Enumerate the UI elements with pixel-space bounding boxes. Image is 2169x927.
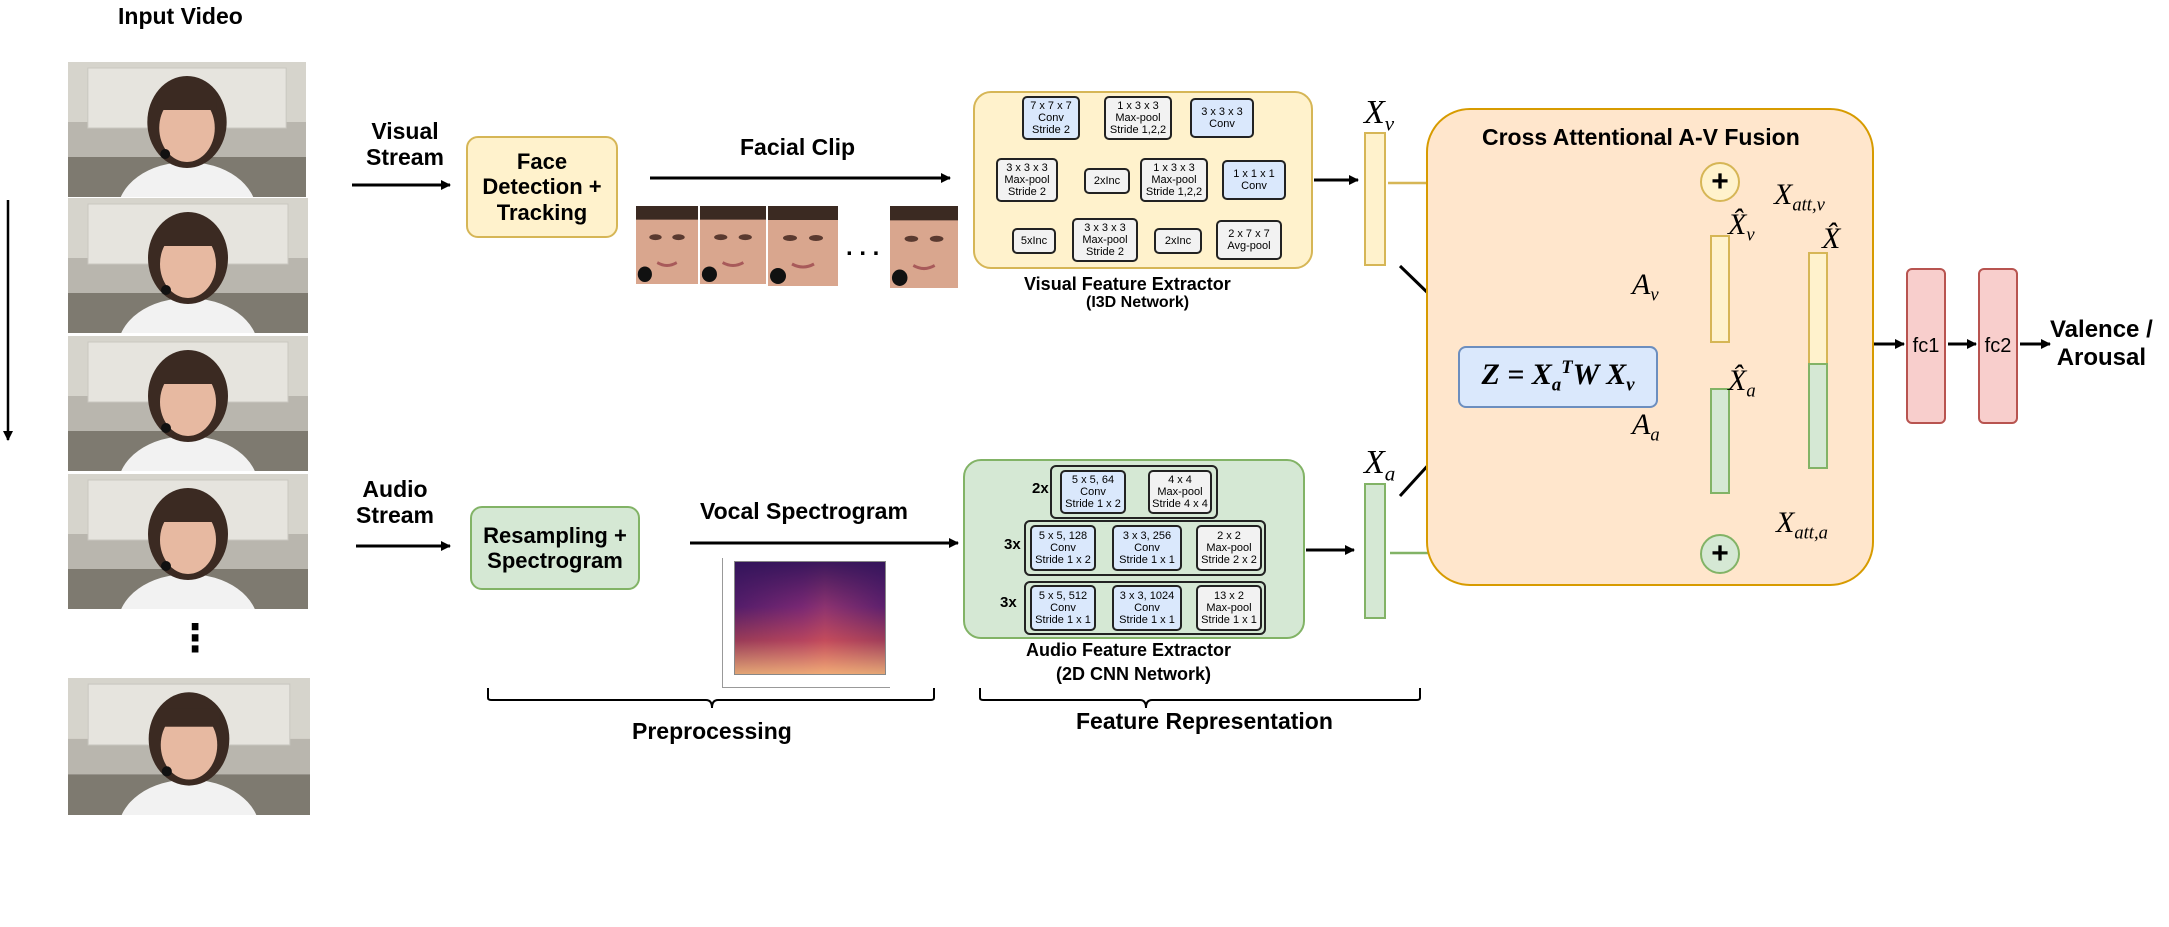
audio-row-outline [1050,465,1218,519]
visual-extractor-caption: Visual Feature Extractor [1024,274,1231,294]
audio-block-maxpool4x4: 4 x 4 Max-pool Stride 4 x 4 [1148,470,1212,514]
spectrogram-image [734,561,886,675]
xhat-symbol: X̂ [1822,222,1841,255]
i3d-block-maxpool3: 3 x 3 x 3 Max-pool Stride 2 [996,158,1058,202]
video-frame [68,62,306,197]
fc2-layer: fc2 [1978,268,2018,424]
audio-row-repeat: 3x [1004,536,1021,553]
xhat-concat-bar-bottom [1808,363,1828,469]
spectrogram-axes [722,558,890,688]
audio-block-conv64: 5 x 5, 64 Conv Stride 1 x 2 [1060,470,1126,514]
av-symbol: Av [1632,268,1659,306]
preprocessing-bracket [487,688,935,709]
audio-row-repeat: 2x [1032,480,1049,497]
visual-extractor-subcaption: (I3D Network) [1086,294,1190,311]
face-detection-box: Face Detection + Tracking [466,136,618,238]
facial-clip-dots: . . . [846,234,880,261]
xv-symbol: Xv [1364,94,1395,136]
vocal-spectrogram-label: Vocal Spectrogram [700,498,908,524]
video-frame [68,474,308,609]
xa-symbol: Xa [1364,444,1396,486]
audio-stream-label: Audio Stream [356,476,434,529]
facial-clip-frame [768,206,838,286]
feature-representation-label: Feature Representation [1076,708,1333,734]
audio-row-outline [1024,520,1266,576]
facial-clip-frame [890,206,958,288]
xv-feature-bar [1364,132,1386,266]
frames-ellipsis: ⋮ [176,618,214,660]
visual-stream-label: Visual Stream [366,118,444,171]
plus-node-audio: + [1700,534,1740,574]
preprocessing-label: Preprocessing [632,718,792,744]
xhat-a-symbol: X̂a [1728,364,1756,402]
audio-block-maxpool2x2: 2 x 2 Max-pool Stride 2 x 2 [1196,525,1262,571]
audio-block-conv128: 5 x 5, 128 Conv Stride 1 x 2 [1030,525,1096,571]
audio-extractor-subcaption: (2D CNN Network) [1056,664,1212,684]
input-video-title: Input Video [118,3,243,29]
i3d-block-5xinc: 5xInc [1012,228,1056,254]
audio-block-conv1024: 3 x 3, 1024 Conv Stride 1 x 1 [1112,585,1182,631]
audio-block-maxpool13x2: 13 x 2 Max-pool Stride 1 x 1 [1196,585,1262,631]
i3d-block-conv3: 3 x 3 x 3 Conv [1190,98,1254,138]
audio-row-repeat: 3x [1000,594,1017,611]
i3d-block-maxpool1: 1 x 3 x 3 Max-pool Stride 1,2,2 [1104,96,1172,140]
xatt-v-symbol: Xatt,v [1774,178,1825,216]
aa-symbol: Aa [1632,408,1660,446]
facial-clip-frame [700,206,766,284]
video-frame [68,678,310,815]
facial-clip-frame [636,206,698,284]
i3d-block-maxpool2: 1 x 3 x 3 Max-pool Stride 1,2,2 [1140,158,1208,202]
audio-block-conv512: 5 x 5, 512 Conv Stride 1 x 1 [1030,585,1096,631]
audio-extractor-caption: Audio Feature Extractor [1026,640,1232,660]
av-attention-bar [1710,235,1730,343]
resampling-box: Resampling + Spectrogram [470,506,640,590]
video-frame [68,336,308,471]
correlation-box: Z = XaTW Xv [1458,346,1658,408]
audio-row-outline [1024,581,1266,635]
correlation-equation: Z = XaTW Xv [1481,357,1635,397]
aa-attention-bar [1710,388,1730,494]
feature-representation-bracket [979,688,1421,709]
video-frame [68,198,308,333]
facial-clip-label: Facial Clip [740,134,856,160]
plus-node-visual: + [1700,162,1740,202]
fusion-title: Cross Attentional A-V Fusion [1482,124,1800,150]
xhat-v-symbol: X̂v [1728,208,1755,246]
xhat-concat-bar-top [1808,252,1828,363]
xa-feature-bar [1364,483,1386,619]
i3d-block-maxpool4: 3 x 3 x 3 Max-pool Stride 2 [1072,218,1138,262]
xatt-a-symbol: Xatt,a [1776,506,1828,544]
output-label: Valence / Arousal [2050,316,2153,371]
fc1-layer: fc1 [1906,268,1946,424]
audio-block-conv256: 3 x 3, 256 Conv Stride 1 x 1 [1112,525,1182,571]
i3d-block-2xinc-a: 2xInc [1084,168,1130,194]
i3d-block-conv7: 7 x 7 x 7 Conv Stride 2 [1022,96,1080,140]
i3d-block-avgpool: 2 x 7 x 7 Avg-pool [1216,220,1282,260]
i3d-block-2xinc-b: 2xInc [1154,228,1202,254]
i3d-block-conv1: 1 x 1 x 1 Conv [1222,160,1286,200]
